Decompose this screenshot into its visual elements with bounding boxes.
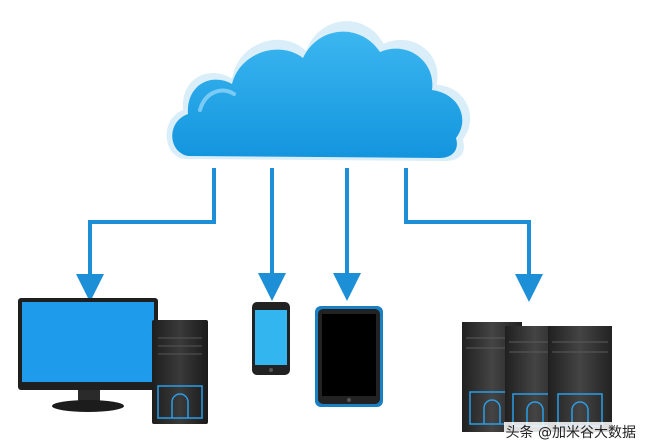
phone-screen	[255, 310, 287, 365]
desktop-computer-icon	[18, 298, 208, 424]
smartphone-icon	[252, 302, 290, 375]
connector-arrows	[76, 168, 543, 302]
monitor-neck	[78, 390, 100, 402]
monitor-stand	[52, 400, 124, 412]
server-unit	[548, 326, 612, 432]
tower-case	[152, 320, 208, 424]
server-rack-icon	[462, 322, 612, 432]
watermark: 头条 @加米谷大数据	[503, 422, 638, 442]
tablet-icon	[315, 306, 383, 407]
tablet-screen	[322, 314, 376, 396]
arrow-to-desktop	[76, 168, 216, 302]
arrow-to-servers	[404, 168, 543, 302]
monitor-screen	[22, 302, 154, 382]
cloud-icon	[160, 15, 477, 168]
